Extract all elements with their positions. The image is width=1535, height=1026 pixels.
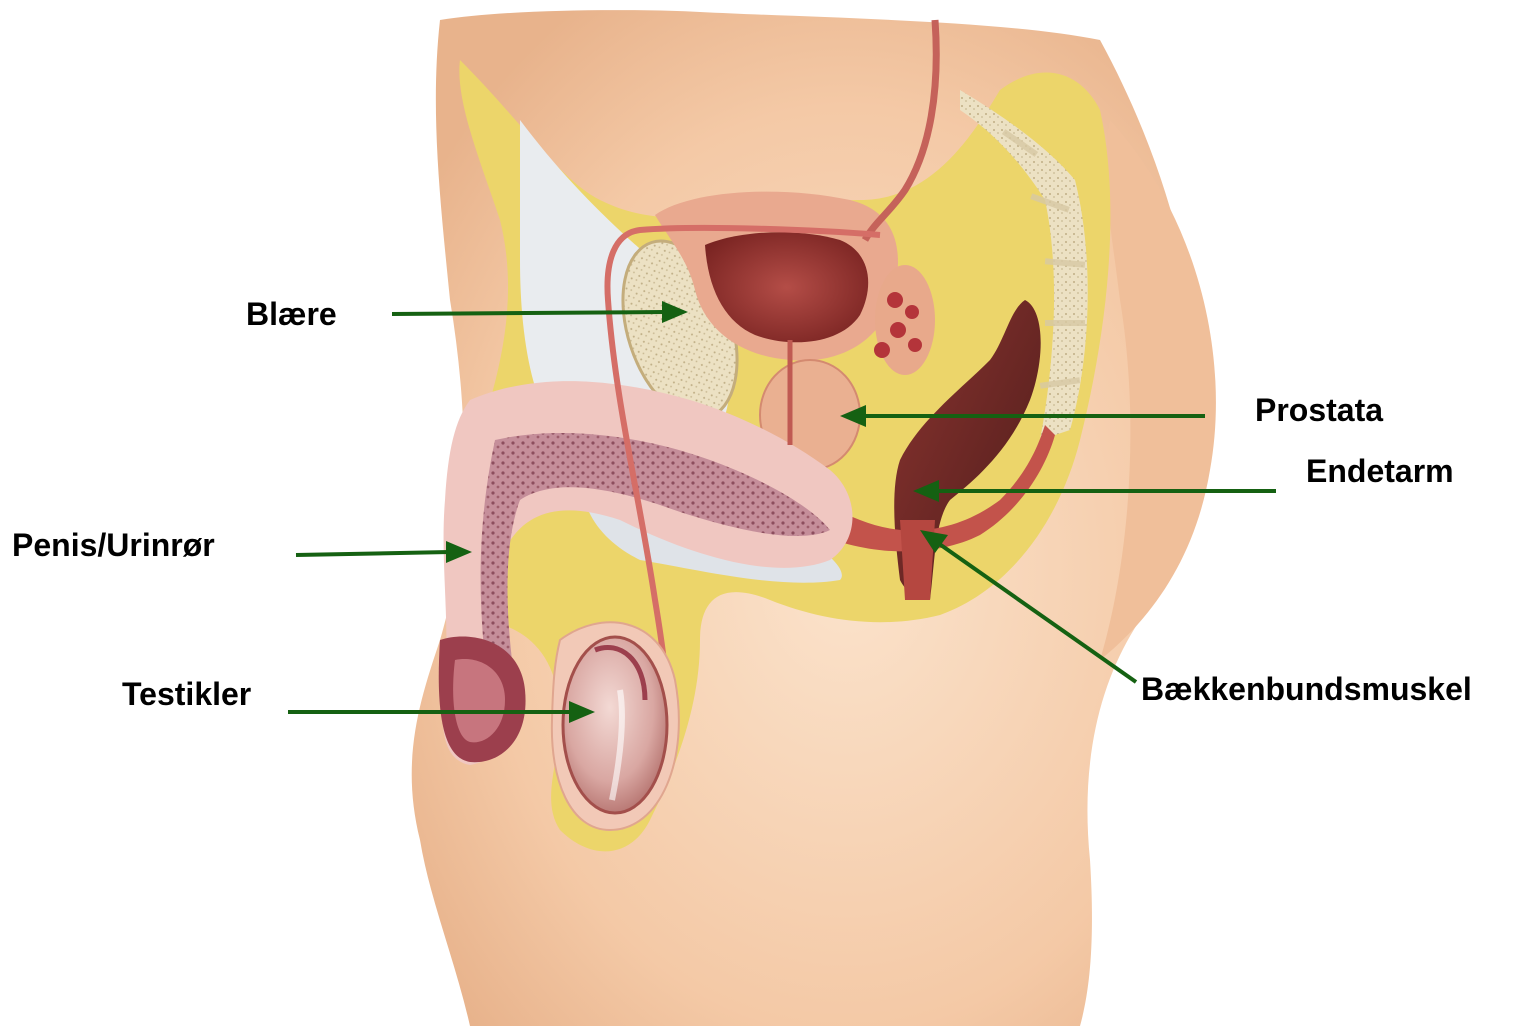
label-testikler: Testikler: [122, 678, 251, 710]
label-baekkenbundsmuskel: Bækkenbundsmuskel: [1141, 673, 1472, 705]
label-blaere: Blære: [246, 298, 337, 330]
label-prostata: Prostata: [1255, 394, 1383, 426]
label-penis-urinroer: Penis/Urinrør: [12, 529, 215, 561]
label-endetarm: Endetarm: [1306, 455, 1454, 487]
